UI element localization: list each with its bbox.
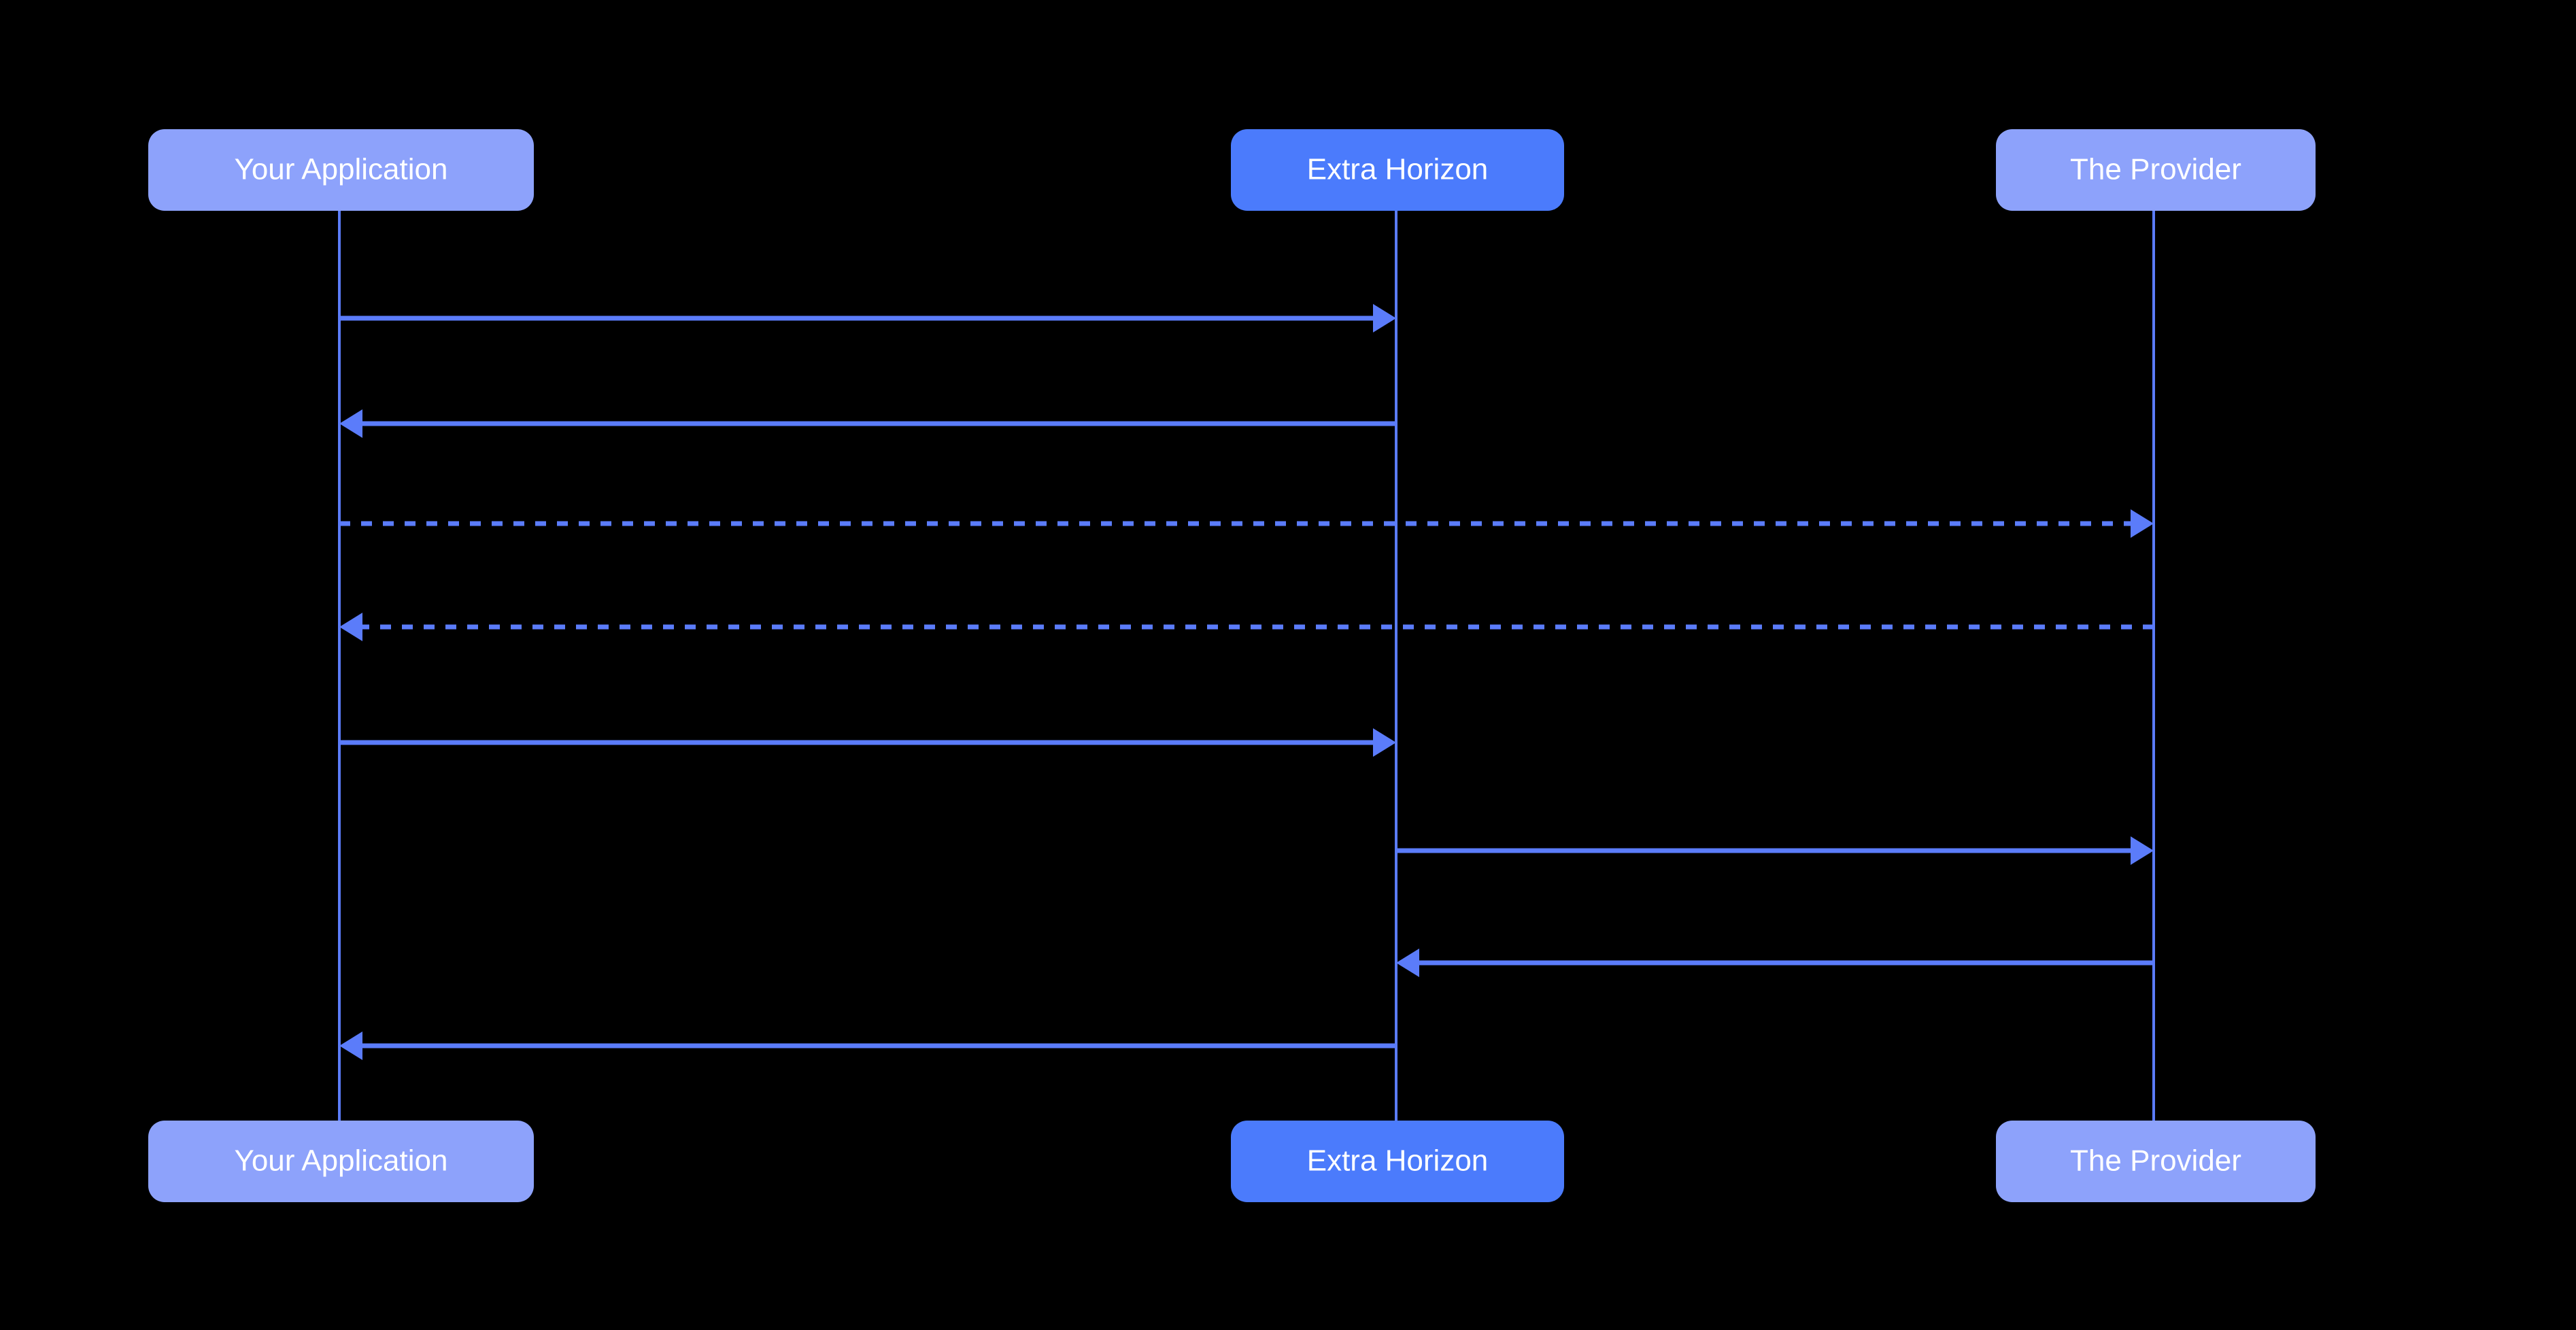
lifelines-layer [338,211,2155,1142]
participant-box-app-top[interactable] [148,129,534,211]
message-arrowhead-7 [1396,949,1419,977]
message-arrow-2 [339,409,1396,438]
lifeline-provider [2152,211,2155,1142]
participant-label-provider-bottom: The Provider [2070,1144,2241,1178]
message-arrow-4 [339,613,2154,641]
message-arrow-7 [1396,949,2154,977]
message-arrow-6 [1396,836,2154,865]
message-arrowhead-4 [339,613,362,641]
participant-eh-top[interactable]: Extra Horizon [1231,129,1564,211]
participant-provider-bottom[interactable]: The Provider [1996,1121,2316,1202]
message-arrow-5 [339,728,1396,757]
message-arrow-8 [339,1031,1396,1060]
lifeline-app [338,211,341,1142]
participant-app-bottom[interactable]: Your Application [148,1121,534,1202]
participant-label-eh-bottom: Extra Horizon [1307,1144,1489,1178]
participant-label-provider-top: The Provider [2070,153,2241,186]
lifeline-eh [1395,211,1397,1142]
participant-label-app-bottom: Your Application [235,1144,448,1178]
participant-label-eh-top: Extra Horizon [1307,153,1489,186]
participant-box-eh-top[interactable] [1231,129,1564,211]
message-arrowhead-8 [339,1031,362,1060]
message-arrow-3 [339,509,2154,538]
message-arrow-1 [339,304,1396,332]
participant-box-app-bottom[interactable] [148,1121,534,1202]
participant-box-provider-top[interactable] [1996,129,2316,211]
participant-app-top[interactable]: Your Application [148,129,534,211]
message-arrowhead-5 [1373,728,1396,757]
participant-eh-bottom[interactable]: Extra Horizon [1231,1121,1564,1202]
participant-box-provider-bottom[interactable] [1996,1121,2316,1202]
message-arrowhead-2 [339,409,362,438]
participant-label-app-top: Your Application [235,153,448,186]
messages-layer [339,304,2154,1060]
message-arrowhead-6 [2131,836,2154,865]
message-arrowhead-3 [2131,509,2154,538]
participant-provider-top[interactable]: The Provider [1996,129,2316,211]
participant-box-eh-bottom[interactable] [1231,1121,1564,1202]
message-arrowhead-1 [1373,304,1396,332]
